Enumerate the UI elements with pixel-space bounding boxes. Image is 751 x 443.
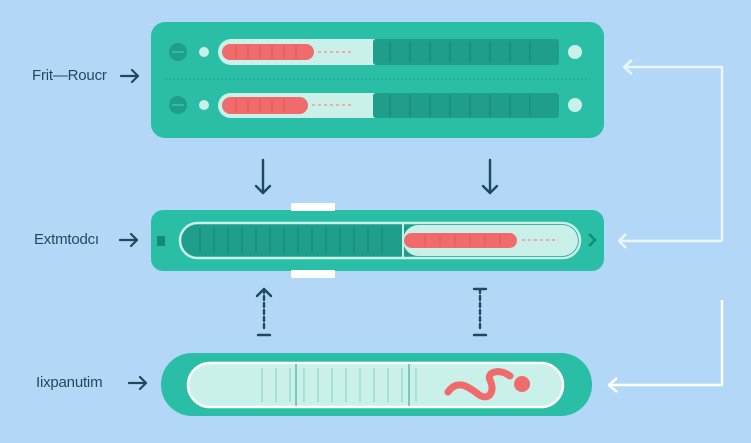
label-middle: Extmtodcı xyxy=(34,231,99,248)
arrow-right-icon xyxy=(118,232,139,248)
arrow-up-icon xyxy=(472,287,488,337)
top-segment-1 xyxy=(373,39,559,65)
top-fill-2 xyxy=(222,97,308,114)
bottom-track xyxy=(186,361,565,409)
wave-icon xyxy=(444,368,514,401)
connector-tab-top xyxy=(291,203,335,211)
label-bottom: Iixpanutim xyxy=(36,374,103,391)
indicator-dot xyxy=(199,47,209,57)
arrow-right-icon xyxy=(127,375,148,391)
connector-tab-bottom xyxy=(291,270,335,278)
arrow-right-icon xyxy=(119,68,140,84)
arrow-down-icon xyxy=(481,158,499,195)
feedback-loop-bottom xyxy=(607,300,724,393)
arrow-up-icon xyxy=(255,287,273,337)
bottom-row xyxy=(186,361,565,409)
indicator-dot xyxy=(568,98,582,112)
arrow-left-icon xyxy=(607,377,618,393)
indicator-dot xyxy=(514,376,530,392)
label-top: Frit—Roucr xyxy=(32,67,107,84)
arrow-down-icon xyxy=(254,158,272,195)
indicator-dot xyxy=(568,45,582,59)
top-row-1 xyxy=(169,39,582,65)
top-fill-1 xyxy=(222,44,314,60)
indicator-dot xyxy=(199,100,209,110)
middle-row xyxy=(157,221,597,260)
middle-fill xyxy=(404,233,517,248)
top-row-2 xyxy=(169,93,582,118)
arrow-left-icon xyxy=(617,233,627,249)
feedback-loop-top xyxy=(617,59,724,249)
arrow-left-icon xyxy=(622,59,633,75)
top-segment-2 xyxy=(373,93,559,118)
